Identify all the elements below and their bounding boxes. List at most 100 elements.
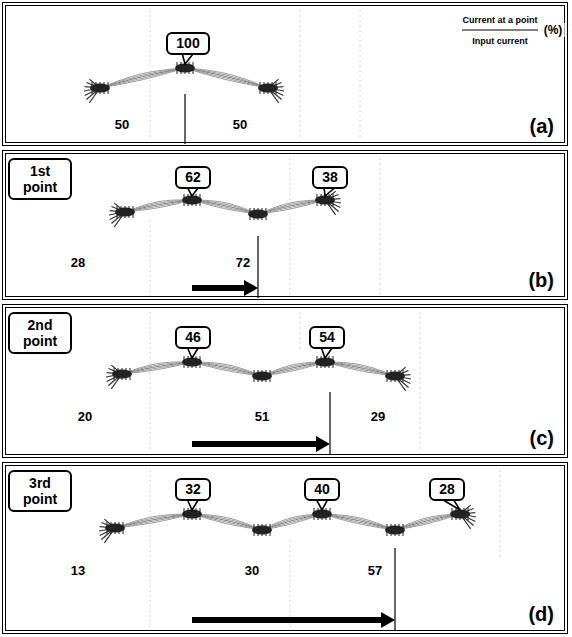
junction-spike [129,206,130,218]
fiber-strand [262,514,322,530]
fiber-strand [125,200,192,212]
junction-spike [130,368,131,380]
junction-spike [321,194,322,206]
callout-box: 54 [309,326,345,349]
junction-spike [108,82,109,94]
junction-spike [317,194,318,206]
junction-spike [333,356,334,368]
fiber-strand [395,514,460,530]
fiber-strand [100,68,185,88]
fiber-strand [262,514,322,530]
fiber-strand [192,362,262,376]
junction-spike [266,524,267,536]
junction-spike [200,356,201,368]
fiber-strand [122,362,192,374]
callout-number: 54 [319,329,335,346]
fiber-strand [115,514,192,528]
fiber-strand [192,514,262,530]
fiber-strand [192,362,262,376]
junction-spike [399,524,400,536]
junction-spike [330,508,331,520]
junction-spike [264,82,265,94]
junction-spike [270,524,271,536]
fraction-bar [462,30,538,31]
junction-spike [196,194,197,206]
callout-number: 32 [185,481,201,498]
fiber-strand [395,514,460,530]
fiber-strand [185,68,268,88]
step-box: 3rd point [8,470,72,512]
fiber-strand [322,514,395,530]
junction-spike [318,508,319,520]
grid-line [380,158,381,298]
fiber-strand [395,514,460,530]
junction-spike [272,82,273,94]
junction-spike [123,522,124,534]
panel-label: (a) [530,115,554,138]
junction-spike [125,206,126,218]
position-marker [184,94,185,144]
junction-spike [403,370,404,382]
position-marker [329,392,330,454]
current-value: 29 [369,409,387,424]
junction-spike [317,356,318,368]
fiber-strand [115,514,192,528]
junction-spike [200,508,201,520]
grid-line [300,312,301,350]
junction-spike [258,370,259,382]
figure-panel: (d)3rd point324028 [2,462,568,634]
fiber-strand [262,514,322,530]
current-value: 30 [243,563,261,578]
junction-spike [100,82,101,94]
grid-line [360,10,361,140]
arrow-head [316,436,330,452]
panel-label: (b) [528,269,554,292]
callout-number: 62 [185,169,201,186]
fiber-strand [395,514,460,530]
junction-spike [114,368,115,380]
callout-number: 28 [439,481,455,498]
current-value: 51 [253,409,271,424]
callout-number: 40 [314,481,330,498]
current-value: 57 [366,563,384,578]
grid-line [290,158,291,298]
junction-spike [200,194,201,206]
junction-spike [254,208,255,220]
junction-spike [189,62,190,74]
arrow-shaft [192,285,246,291]
junction-spike [321,356,322,368]
junction-spike [188,356,189,368]
fiber-strand [258,200,325,214]
background-lines [150,10,500,630]
current-value: 72 [234,255,252,270]
step-label: 2nd point [14,317,66,349]
fiber-strand [258,200,325,214]
callout-number: 100 [176,35,199,52]
current-value: 20 [76,409,94,424]
junction-spike [107,522,108,534]
junction-spike [121,206,122,218]
fiber-strand [192,200,258,214]
fiber-strand [262,362,325,376]
junction-spike [119,522,120,534]
fiber-strand [125,200,192,212]
junction-spike [184,356,185,368]
junction-spike [329,194,330,206]
junction-spike [464,508,465,520]
fiber-strand [192,362,262,376]
fiber-strand [100,68,185,88]
fiber-strand [125,200,192,212]
grid-line [150,470,151,630]
fiber-strand [192,200,258,214]
fiber-strand [125,200,192,212]
fiber-strand [122,362,192,374]
fiber-strand [395,514,460,530]
current-value: 28 [69,255,87,270]
axis-note: Input current [470,36,530,46]
callout-box: 40 [304,478,340,501]
junction-spike [395,524,396,536]
fiber-strand [322,514,395,530]
step-box: 2nd point [8,312,72,354]
fiber-strand [100,68,185,88]
callout-box: 46 [175,326,211,349]
